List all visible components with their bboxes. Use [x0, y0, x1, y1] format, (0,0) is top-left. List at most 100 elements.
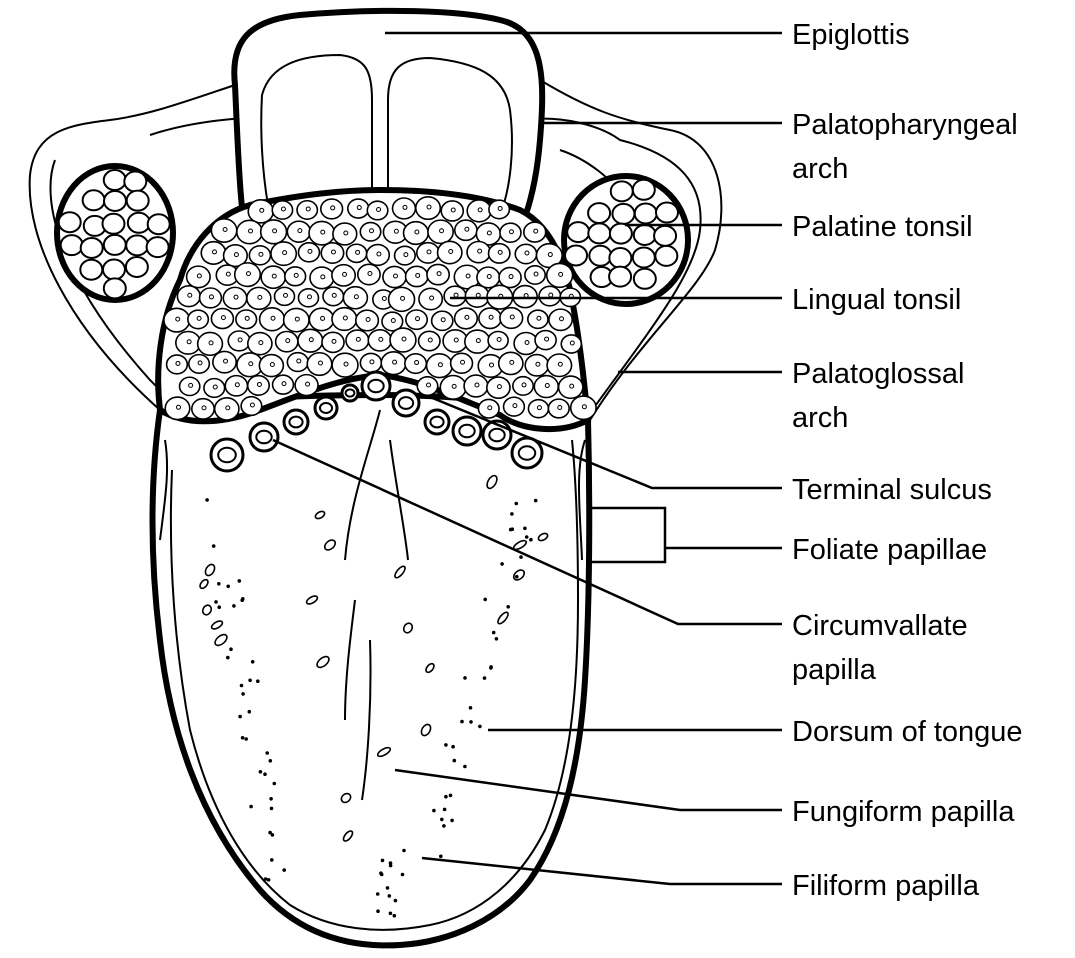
tonsil-cell: [588, 223, 610, 243]
filiform-papilla: [443, 808, 447, 812]
lingual-tonsil-crypt: [558, 405, 562, 409]
lingual-tonsil-crypt: [309, 338, 313, 342]
label-circumvallate-line2: papilla: [792, 654, 877, 686]
lingual-tonsil-crypt: [454, 338, 458, 342]
lingual-tonsil-crypt: [415, 230, 419, 234]
lingual-tonsil-crypt: [283, 251, 287, 255]
label-lingual-tonsil: Lingual tonsil: [792, 284, 961, 316]
filiform-papilla: [270, 807, 274, 811]
filiform-papilla: [402, 849, 406, 853]
lingual-tonsil-crypt: [478, 249, 482, 253]
lingual-tonsil-crypt: [294, 273, 298, 277]
filiform-papilla: [394, 899, 398, 903]
tonsil-cell: [633, 180, 655, 200]
lingual-tonsil-crypt: [522, 383, 526, 387]
lingual-tonsil-crypt: [377, 207, 381, 211]
filiform-papilla: [241, 597, 245, 601]
lingual-tonsil-crypt: [344, 231, 348, 235]
lingual-tonsil-crypt: [476, 339, 480, 343]
filiform-papilla: [267, 878, 271, 882]
lingual-tonsil-crypt: [370, 229, 374, 233]
circumvallate-papilla-center: [218, 448, 236, 462]
circumvallate-papilla-center: [289, 417, 302, 428]
filiform-papilla: [381, 859, 385, 863]
filiform-papilla: [495, 637, 499, 641]
lingual-tonsil-crypt: [394, 274, 398, 278]
filiform-papilla: [248, 679, 252, 683]
filiform-papilla: [469, 706, 473, 710]
lingual-tonsil-crypt: [235, 383, 239, 387]
circumvallate-papilla-center: [399, 397, 413, 409]
lingual-tonsil-crypt: [197, 316, 201, 320]
lingual-tonsil-crypt: [281, 207, 285, 211]
filiform-papilla: [525, 535, 529, 539]
lingual-tonsil-crypt: [570, 341, 574, 345]
filiform-papilla: [444, 743, 448, 747]
lingual-tonsil-crypt: [286, 339, 290, 343]
tonsil-cell: [634, 269, 656, 289]
lingual-tonsil-crypt: [461, 360, 465, 364]
filiform-papilla: [401, 873, 405, 877]
lingual-tonsil-crypt: [452, 384, 456, 388]
lingual-tonsil-crypt: [213, 385, 217, 389]
lingual-tonsil-crypt: [379, 337, 383, 341]
label-palatopharyngeal-line1: Palatopharyngeal: [792, 109, 1018, 141]
filiform-papilla: [393, 914, 397, 918]
filiform-papilla: [240, 684, 244, 688]
lingual-tonsil-crypt: [454, 293, 458, 297]
filiform-papilla: [229, 647, 233, 651]
lingual-tonsil-crypt: [257, 382, 261, 386]
filiform-papilla: [386, 886, 390, 890]
filiform-papilla: [376, 909, 380, 913]
lingual-tonsil-crypt: [272, 274, 276, 278]
lingual-tonsil-crypt: [198, 361, 202, 365]
tonsil-cell: [104, 191, 126, 211]
lingual-tonsil-crypt: [223, 227, 227, 231]
lingual-tonsil-crypt: [536, 362, 540, 366]
foliate-bracket: [590, 508, 665, 562]
filiform-papilla: [500, 562, 504, 566]
tonsil-cell: [104, 278, 126, 298]
lingual-tonsil-crypt: [368, 271, 372, 275]
lingual-tonsil-crypt: [545, 384, 549, 388]
lingual-tonsil-crypt: [273, 229, 277, 233]
lingual-tonsil-crypt: [509, 275, 513, 279]
lingual-tonsil-crypt: [401, 296, 405, 300]
lingual-tonsil-crypt: [357, 206, 361, 210]
filiform-papilla: [205, 498, 209, 502]
label-dorsum: Dorsum of tongue: [792, 716, 1023, 748]
filiform-papilla: [439, 855, 443, 859]
lingual-tonsil-crypt: [321, 275, 325, 279]
lingual-tonsil-crypt: [570, 384, 574, 388]
filiform-papilla: [214, 600, 218, 604]
lingual-tonsil-crypt: [510, 360, 514, 364]
circumvallate-papilla-center: [320, 403, 332, 413]
filiform-papilla: [444, 795, 448, 799]
filiform-papilla: [483, 598, 487, 602]
label-epiglottis: Epiglottis: [792, 19, 910, 51]
filiform-papilla: [463, 676, 467, 680]
lingual-tonsil-crypt: [510, 315, 514, 319]
lingual-tonsil-crypt: [545, 337, 549, 341]
lingual-tonsil-crypt: [306, 382, 310, 386]
lingual-tonsil-crypt: [525, 251, 529, 255]
lingual-tonsil-crypt: [189, 383, 193, 387]
lingual-tonsil-crypt: [197, 274, 201, 278]
filiform-papilla: [238, 579, 242, 583]
lingual-tonsil-crypt: [187, 340, 191, 344]
tonsil-cell: [81, 238, 103, 258]
filiform-papilla: [226, 585, 230, 589]
lingual-tonsil-crypt: [437, 272, 441, 276]
lingual-tonsil-crypt: [234, 295, 238, 299]
lingual-tonsil-crypt: [490, 363, 494, 367]
tonsil-cell: [104, 235, 126, 255]
tonsil-cell: [567, 222, 589, 242]
lingual-tonsil-crypt: [441, 318, 445, 322]
lingual-tonsil-crypt: [356, 337, 360, 341]
filiform-papilla: [269, 797, 273, 801]
lingual-tonsil-crypt: [212, 250, 216, 254]
lingual-tonsil-crypt: [582, 405, 586, 409]
filiform-papilla: [450, 819, 454, 823]
tonsil-cell: [656, 203, 678, 223]
